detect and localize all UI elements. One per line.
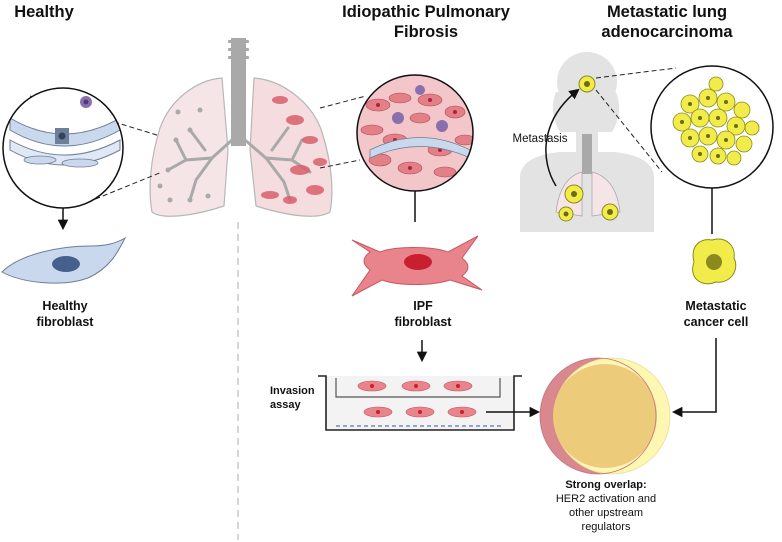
ipf-tissue-zoom-circle [356, 74, 474, 192]
title-healthy: Healthy [14, 3, 74, 21]
ipf-fibroblast-cell [351, 235, 483, 297]
label-metastasis: Metastasis [512, 133, 568, 145]
invasion-assay-well [318, 375, 522, 431]
label-overlap: Strong overlap: HER2 activation and othe… [555, 479, 657, 533]
tumor-zoom-circle [650, 65, 774, 189]
metastatic-cancer-cell [692, 238, 737, 285]
healthy-tissue-zoom-circle [2, 87, 124, 209]
healthy-fibroblast-cell [1, 236, 127, 284]
cell-to-venn-arrow [671, 338, 717, 418]
lungs-illustration [149, 38, 333, 217]
metastasis-arrow [545, 88, 580, 187]
venn-diagram [539, 357, 671, 475]
